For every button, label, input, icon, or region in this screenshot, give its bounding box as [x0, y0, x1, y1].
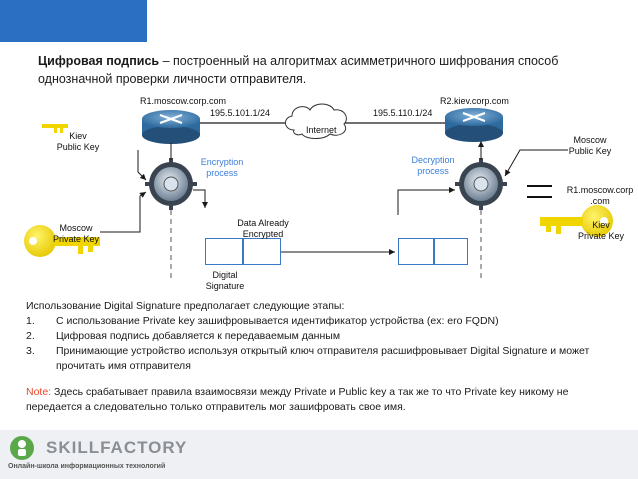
- moscow-private-key-icon: [24, 225, 100, 257]
- step-text: Цифровая подпись добавляется к передавае…: [56, 330, 341, 342]
- data-packet-right-signature: [398, 238, 434, 265]
- step-text: С использование Private key зашифровывае…: [56, 315, 499, 327]
- router1-name: R1.moscow.corp.com: [140, 96, 227, 106]
- steps-intro: Использование Digital Signature предпола…: [26, 300, 345, 312]
- step-item: 1. С использование Private key зашифровы…: [26, 314, 626, 329]
- step-item: 2. Цифровая подпись добавляется к переда…: [26, 329, 626, 344]
- router1-ip: 195.5.101.1/24: [210, 108, 271, 118]
- slide-title: Цифровая подпись – построенный на алгори…: [38, 52, 618, 88]
- note-label: Note:: [26, 386, 52, 398]
- signature-diagram: [24, 103, 613, 282]
- kiev-public-key-icon: [42, 124, 68, 133]
- kiev-private-key-icon: [540, 205, 613, 237]
- logo-tagline: Онлайн-школа информационных технологий: [8, 463, 166, 470]
- header-accent-bar: [0, 0, 147, 42]
- data-packet-right-payload: [434, 238, 468, 265]
- step-number: 3.: [26, 345, 35, 357]
- step-text: Принимающие устройство используя открыты…: [56, 345, 590, 372]
- router2-name: R2.kiev.corp.com: [440, 96, 509, 106]
- encryption-gear-icon: [145, 158, 197, 210]
- title-term: Цифровая подпись: [38, 54, 160, 68]
- router-r1-icon: [142, 110, 200, 144]
- decryption-gear-icon: [455, 158, 507, 210]
- footer-bar: [0, 430, 638, 479]
- r1-identity-label: R1.moscow.corp.com: [566, 185, 634, 206]
- internet-label: Internet: [306, 125, 337, 135]
- step-number: 1.: [26, 315, 35, 327]
- router2-ip: 195.5.110.1/24: [373, 108, 433, 118]
- note-text: Здесь срабатывает правила взаимосвязи ме…: [26, 386, 569, 413]
- router-r2-icon: [445, 108, 503, 142]
- step-number: 2.: [26, 330, 35, 342]
- logo-name: SKILLFACTORY: [46, 438, 188, 457]
- title-definition: – построенный на алгоритмах асимметрично…: [38, 54, 559, 86]
- data-packet-left-payload: [243, 238, 281, 265]
- internet-cloud-icon: [285, 103, 347, 139]
- step-item: 3. Принимающие устройство используя откр…: [26, 344, 626, 374]
- skillfactory-logo-icon: [10, 436, 34, 460]
- data-packet-left-signature: [205, 238, 243, 265]
- note-paragraph: Note: Здесь срабатывает правила взаимосв…: [26, 385, 626, 415]
- steps-list: Использование Digital Signature предпола…: [26, 299, 626, 374]
